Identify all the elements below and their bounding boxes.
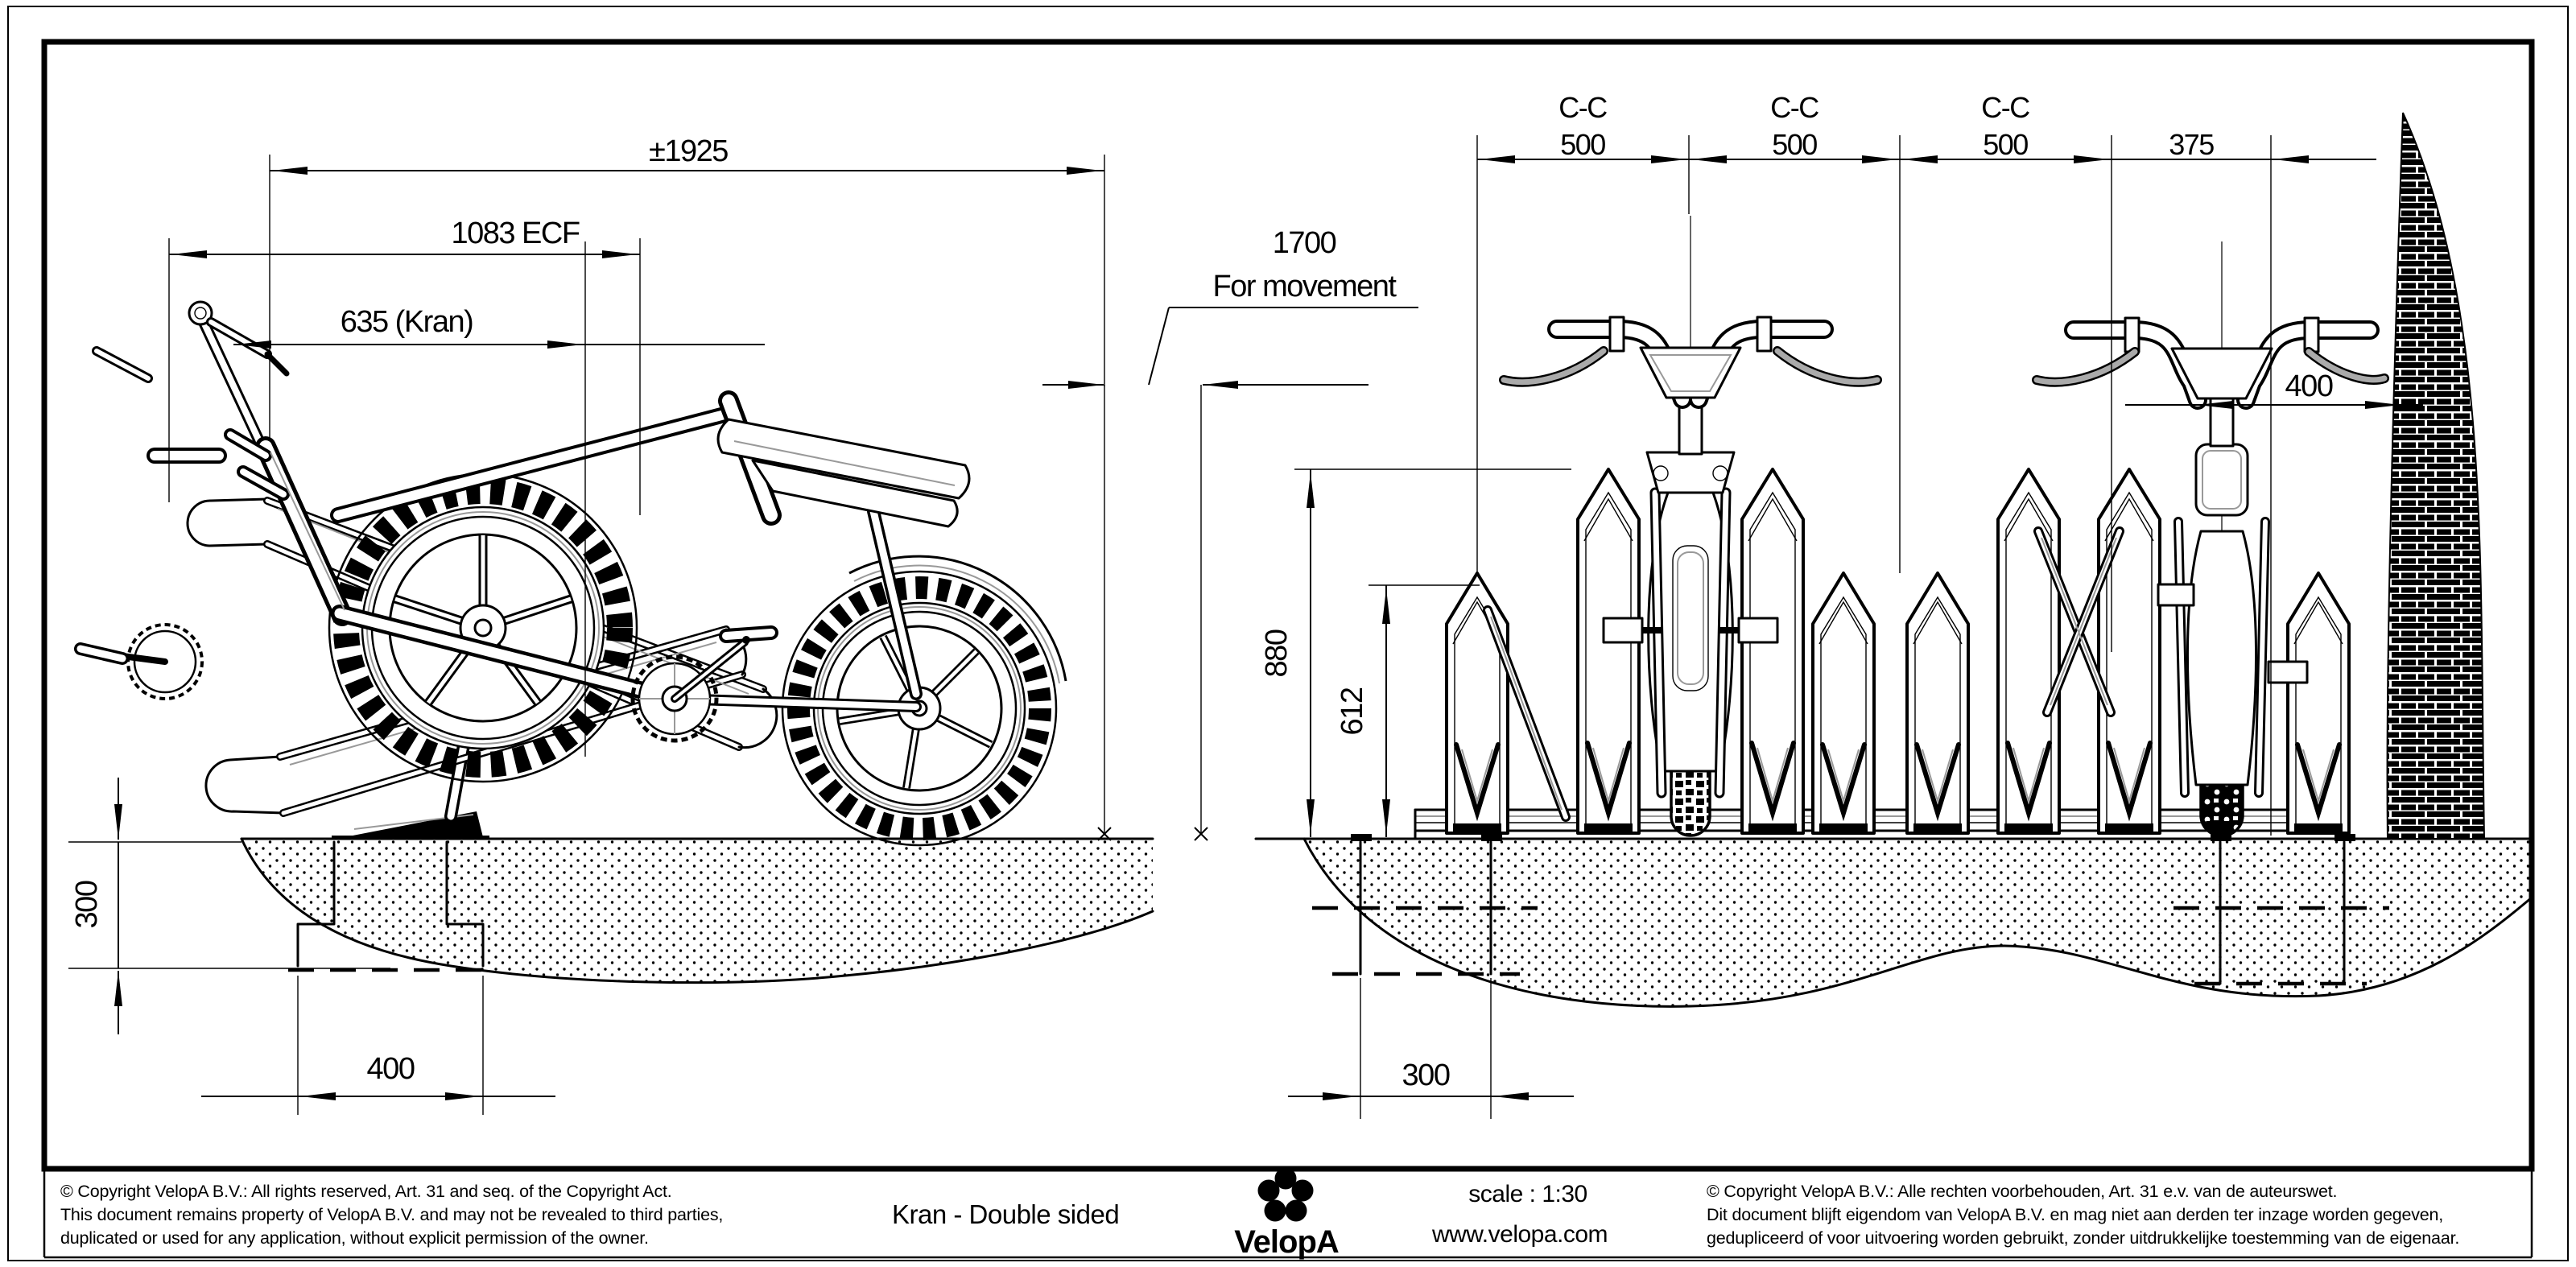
wall bbox=[2386, 112, 2486, 840]
copyright-english: © Copyright VelopA B.V.: All rights rese… bbox=[60, 1182, 723, 1248]
handlebar-front-1 bbox=[1499, 316, 1882, 409]
side-view: ±1925 1083 ECF 635 (Kran) 1700 For movem… bbox=[68, 134, 1418, 1115]
end-value-label: 375 bbox=[2169, 128, 2214, 161]
copyright-en-line2: This document remains property of VelopA… bbox=[60, 1205, 723, 1224]
scale-label: scale : 1:30 bbox=[1468, 1181, 1587, 1207]
dim-ecf-label: 1083 ECF bbox=[451, 217, 579, 250]
copyright-nl-line2: Dit document blijft eigendom van VelopA … bbox=[1707, 1205, 2443, 1224]
movement-value-label: 1700 bbox=[1273, 226, 1336, 260]
rack-posts-front bbox=[1447, 469, 2349, 833]
copyright-en-line1: © Copyright VelopA B.V.: All rights rese… bbox=[60, 1182, 672, 1201]
wheel-hooks bbox=[1483, 526, 2124, 822]
side-view-ground bbox=[240, 837, 1154, 984]
post-low-1 bbox=[1447, 573, 1508, 833]
wall-dist-label: 400 bbox=[2285, 369, 2333, 403]
pedal-right-2 bbox=[2267, 660, 2309, 684]
dim-kran-label: 635 (Kran) bbox=[341, 305, 473, 339]
front-view-ground bbox=[1254, 834, 2533, 1008]
velopa-logo: VelopA bbox=[1234, 1167, 1340, 1260]
foundation-right-label: 300 bbox=[1402, 1059, 1450, 1092]
post-tall-4 bbox=[2099, 469, 2160, 833]
depth-dimension-left: 300 bbox=[68, 778, 390, 1034]
dim-total-label: ±1925 bbox=[649, 134, 728, 168]
post-low-2 bbox=[1813, 573, 1874, 833]
copyright-nl-line1: © Copyright VelopA B.V.: Alle rechten vo… bbox=[1707, 1182, 2337, 1201]
bicycle-side-view bbox=[74, 300, 1067, 847]
handlebar-front-2 bbox=[2032, 316, 2389, 410]
movement-note-label: For movement bbox=[1213, 270, 1397, 303]
front-view-dimensions: C-C 500 C-C 500 C-C 500 375 400 880 612 bbox=[1260, 91, 2423, 1119]
brand-name: VelopA bbox=[1234, 1224, 1339, 1260]
cc-label-1: C-C bbox=[1558, 91, 1607, 124]
dim-depth-label: 300 bbox=[70, 881, 104, 928]
website-label: www.velopa.com bbox=[1431, 1221, 1608, 1248]
title-block: © Copyright VelopA B.V.: All rights rese… bbox=[60, 1167, 2459, 1260]
side-view-foundation bbox=[288, 840, 493, 972]
drawing-title: Kran - Double sided bbox=[892, 1199, 1119, 1229]
front-view: C-C 500 C-C 500 C-C 500 375 400 880 612 bbox=[1254, 91, 2533, 1119]
movement-dimension: 1700 For movement bbox=[1042, 226, 1418, 841]
copyright-nl-line3: gedupliceerd of voor uitvoering worden g… bbox=[1707, 1228, 2459, 1248]
foundation-dimension-left: 400 bbox=[201, 976, 555, 1115]
opposite-bike-fragments bbox=[74, 346, 204, 700]
cc-label-3: C-C bbox=[1981, 91, 2029, 124]
height-high-label: 880 bbox=[1260, 629, 1294, 677]
wall-distance-dimension: 400 bbox=[2125, 369, 2423, 409]
cc-dimension-chain: C-C 500 C-C 500 C-C 500 375 bbox=[1476, 91, 2376, 836]
velopa-flower-icon bbox=[1257, 1167, 1314, 1222]
height-dimensions: 880 612 bbox=[1260, 468, 1571, 837]
post-tall-1 bbox=[1578, 469, 1639, 833]
foundation-dimension-right: 300 bbox=[1288, 978, 1574, 1119]
pedal-right-1 bbox=[1737, 617, 1779, 644]
post-tall-3 bbox=[1998, 469, 2059, 833]
front-view-foundations bbox=[1312, 840, 2389, 986]
side-view-dimensions: ±1925 1083 ECF 635 (Kran) 1700 For movem… bbox=[68, 134, 1418, 1115]
copyright-dutch: © Copyright VelopA B.V.: Alle rechten vo… bbox=[1707, 1182, 2459, 1248]
post-low-4 bbox=[2288, 573, 2349, 833]
height-low-label: 612 bbox=[1335, 687, 1369, 735]
post-tall-2 bbox=[1742, 469, 1803, 833]
dim-foundation-label: 400 bbox=[367, 1052, 415, 1086]
bar-end bbox=[188, 300, 213, 326]
crankset-side bbox=[630, 625, 778, 743]
pedal-left-1 bbox=[1602, 617, 1644, 644]
cc-label-2: C-C bbox=[1770, 91, 1818, 124]
cc-value-3: 500 bbox=[1983, 128, 2028, 161]
bicycle-front-1 bbox=[1499, 216, 1882, 837]
cc-value-2: 500 bbox=[1772, 128, 1817, 161]
cc-value-1: 500 bbox=[1560, 128, 1605, 161]
pedal-left-2 bbox=[2157, 583, 2195, 607]
bicycle-front-2 bbox=[2032, 241, 2389, 839]
copyright-en-line3: duplicated or used for any application, … bbox=[60, 1228, 649, 1248]
post-low-3 bbox=[1907, 573, 1968, 833]
seat-side bbox=[716, 418, 971, 528]
